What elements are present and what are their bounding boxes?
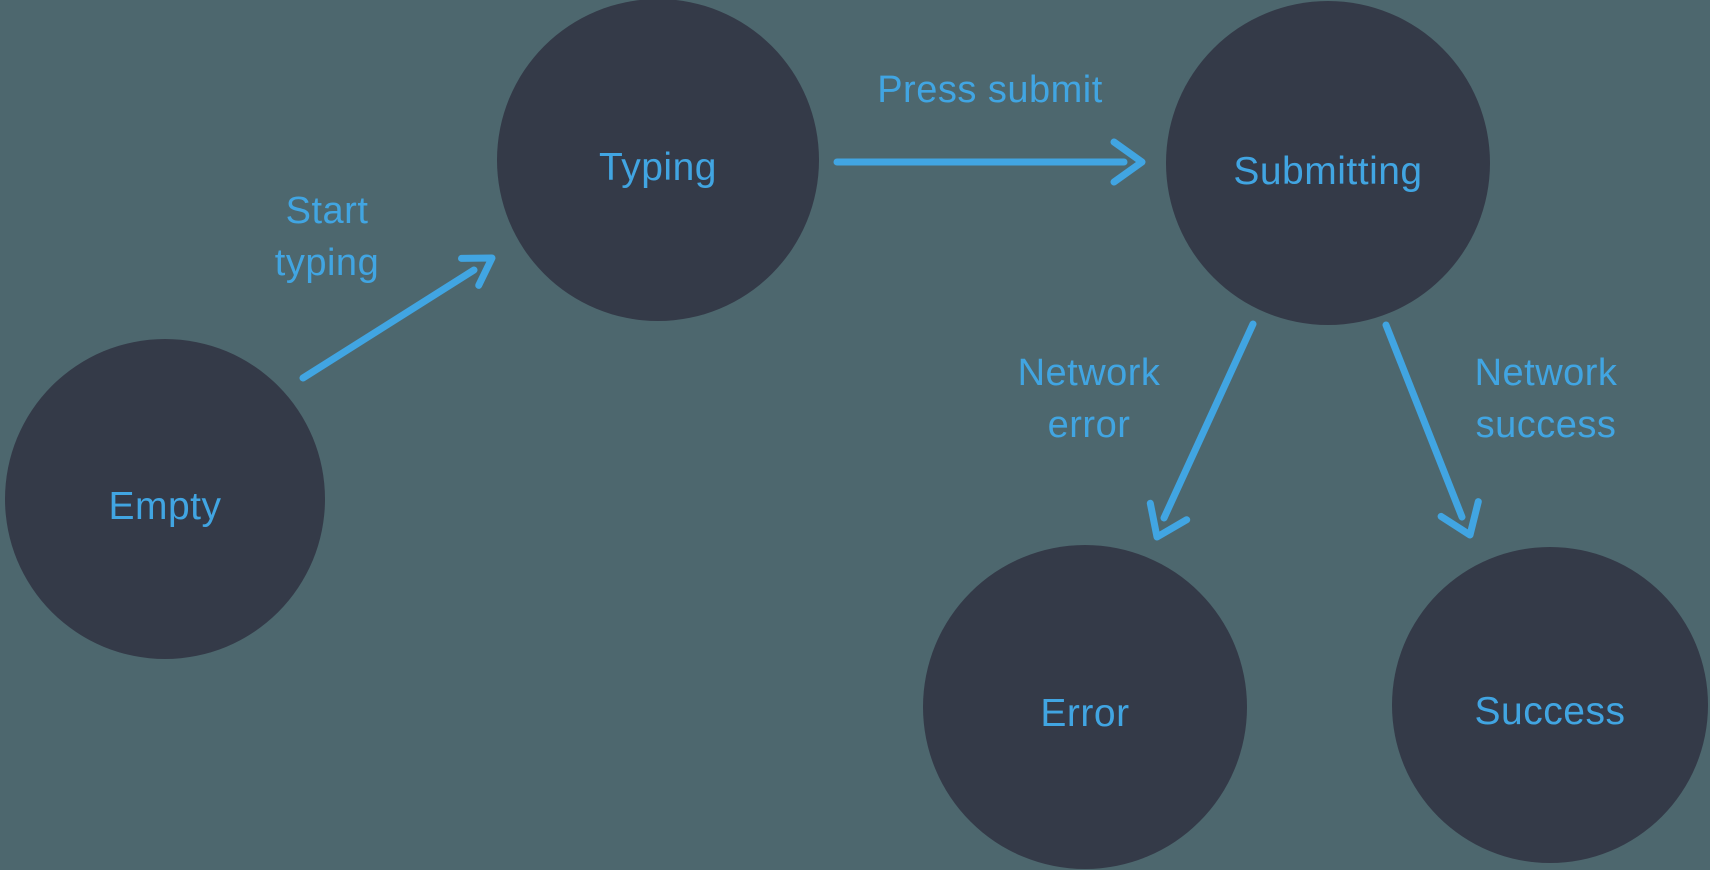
network-success-arrowhead-icon <box>1437 498 1482 539</box>
transition-label-network-success-line2: success <box>1476 404 1617 446</box>
transition-network-success: Network success <box>1382 321 1618 539</box>
transition-press-submit: Press submit <box>833 69 1146 186</box>
state-label-success: Success <box>1475 690 1626 733</box>
transition-label-press-submit: Press submit <box>877 69 1103 111</box>
state-label-empty: Empty <box>108 485 221 528</box>
state-node-submitting: Submitting <box>1166 1 1490 325</box>
state-node-success: Success <box>1392 547 1708 863</box>
state-node-error: Error <box>923 545 1247 869</box>
transition-label-start-typing-line1: Start <box>286 190 369 232</box>
transition-label-network-success-line1: Network <box>1475 352 1618 394</box>
transition-label-network-error-line2: error <box>1048 404 1131 446</box>
state-label-submitting: Submitting <box>1233 150 1422 193</box>
transition-label-start-typing-line2: typing <box>275 242 379 284</box>
state-label-typing: Typing <box>599 146 717 189</box>
state-node-typing: Typing <box>497 0 819 321</box>
network-success-arrow-shaft <box>1382 321 1466 521</box>
state-label-error: Error <box>1040 692 1129 735</box>
start-typing-arrow-shaft <box>299 266 478 382</box>
state-circle-success <box>1392 547 1708 863</box>
state-circle-empty <box>5 339 325 659</box>
press-submit-arrowhead-icon <box>1110 138 1146 186</box>
network-error-arrow-shaft <box>1160 320 1257 522</box>
start-typing-arrowhead-icon <box>458 254 496 289</box>
state-circle-submitting <box>1166 1 1490 325</box>
state-circle-error <box>923 545 1247 869</box>
transition-label-network-error-line1: Network <box>1018 352 1161 394</box>
transition-network-error: Network error <box>1018 320 1257 541</box>
network-error-arrowhead-icon <box>1146 499 1191 541</box>
state-node-empty: Empty <box>5 339 325 659</box>
transition-start-typing: Start typing <box>275 190 496 382</box>
state-circle-typing <box>497 0 819 321</box>
